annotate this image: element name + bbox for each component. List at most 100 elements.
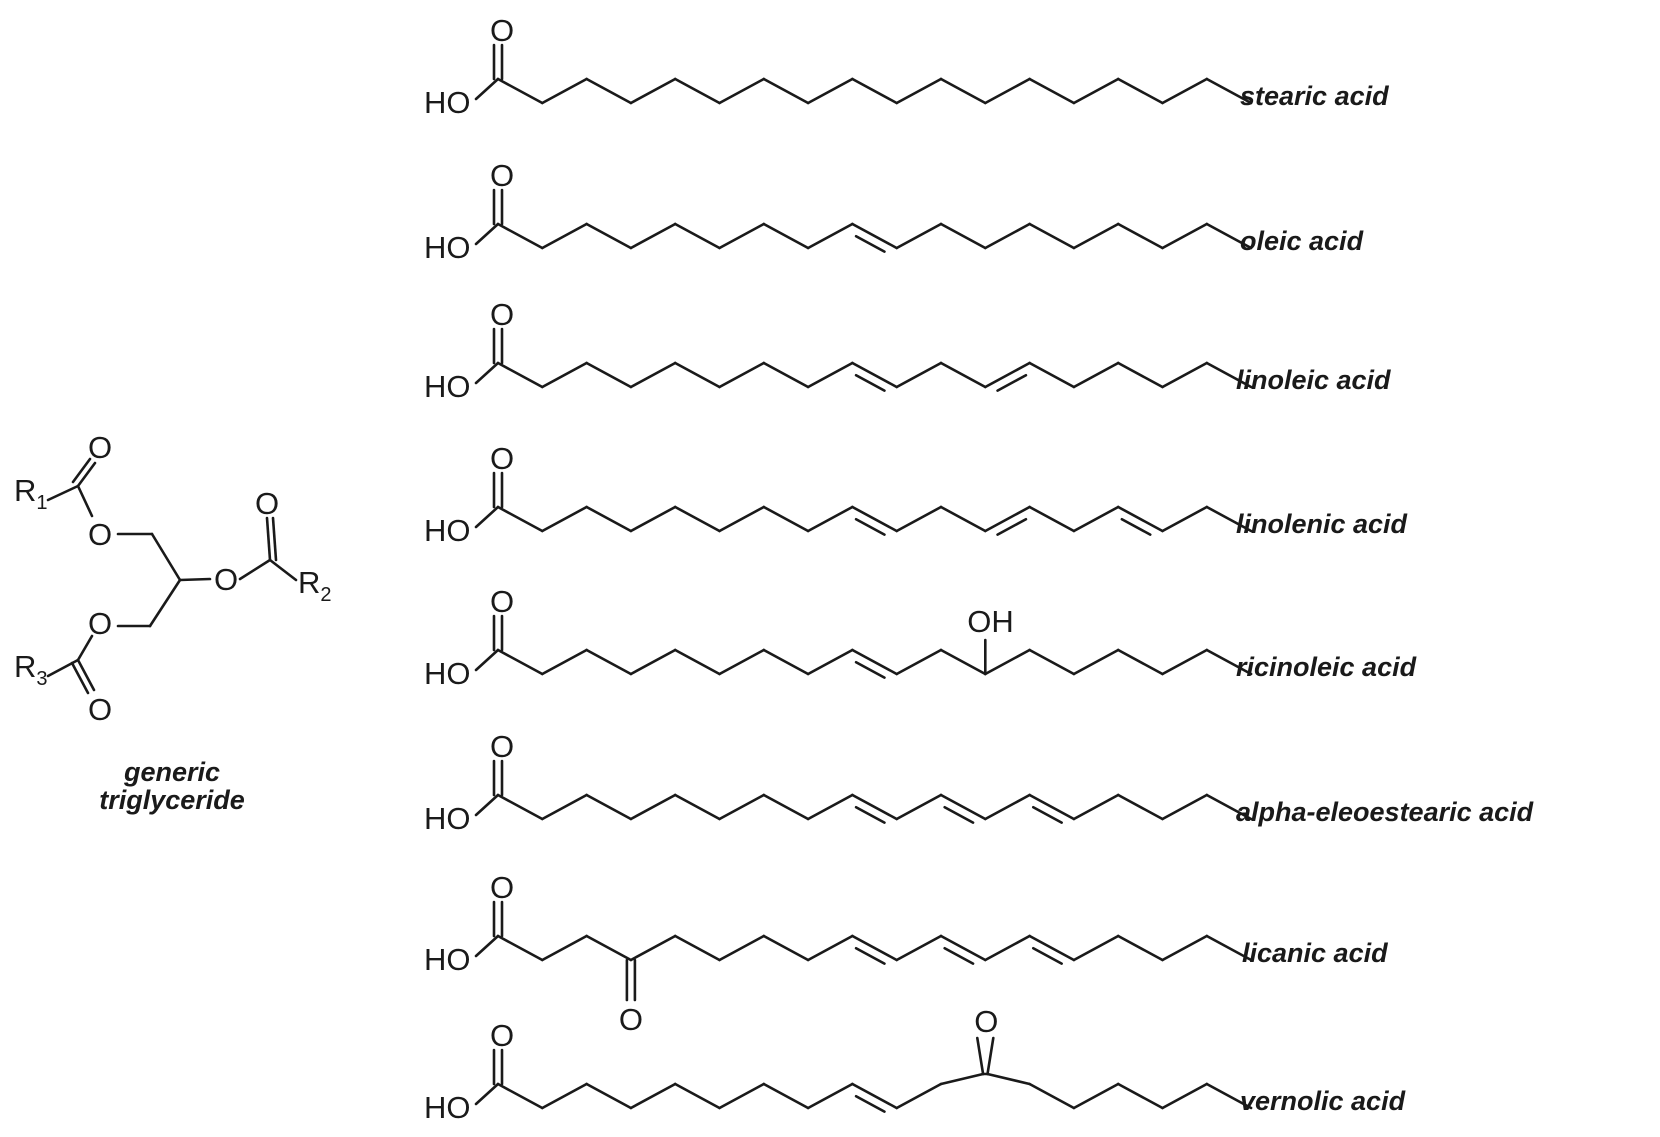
carbonyl-oxygen-2: O <box>255 486 279 521</box>
chain-bond <box>895 934 943 962</box>
chain-bond <box>762 648 810 676</box>
chain-bond <box>1072 505 1120 533</box>
chain-bond <box>983 648 1031 676</box>
chain-bond <box>1028 1082 1076 1110</box>
chain-bond <box>895 361 943 389</box>
chain-bond <box>496 361 544 389</box>
chain-bond <box>718 222 766 250</box>
chain-bond <box>851 222 899 250</box>
carbonyl-oxygen-label: O <box>490 441 514 476</box>
chain-bond <box>629 934 677 962</box>
double-bond-inner <box>996 517 1028 536</box>
carbonyl-oxygen-label: O <box>490 584 514 619</box>
chain-bond <box>540 934 588 962</box>
chain-bond <box>762 361 810 389</box>
chain-bond <box>1028 793 1076 821</box>
carbonyl-oxygen-label: O <box>490 1018 514 1053</box>
chain-bond <box>762 934 810 962</box>
c-oh-bond <box>474 1082 500 1106</box>
chain-bond <box>1028 505 1076 533</box>
chain-bond <box>540 77 588 105</box>
carbonyl-oxygen-3: O <box>88 692 112 727</box>
r1-label: R1 <box>14 473 48 514</box>
chain-bond <box>673 793 721 821</box>
chain-bond <box>673 361 721 389</box>
chain-bond <box>762 222 810 250</box>
chain-bond <box>585 77 633 105</box>
c-oh-bond <box>474 505 500 529</box>
chain-bond <box>1161 77 1209 105</box>
chain-bond <box>585 505 633 533</box>
chain-bond <box>851 934 899 962</box>
double-bond-inner <box>854 946 886 965</box>
epoxide-oxygen-label: O <box>974 1004 998 1039</box>
carbonyl-oxygen-label: O <box>490 870 514 905</box>
acid-name: stearic acid <box>1240 81 1389 111</box>
chain-bond <box>983 361 1031 389</box>
chain-bond <box>1116 77 1164 105</box>
double-bond-inner <box>943 805 975 824</box>
acid-name: ricinoleic acid <box>1236 652 1417 682</box>
chain-bond <box>540 361 588 389</box>
chain-bond <box>718 648 766 676</box>
acid-name: alpha-eleoestearic acid <box>1236 797 1534 827</box>
chain-bond <box>629 361 677 389</box>
hydroxyl-label: HO <box>424 656 471 691</box>
chain-bond <box>1116 793 1164 821</box>
chain-bond <box>851 793 899 821</box>
chain-bond <box>939 361 987 389</box>
chain-bond <box>1072 222 1120 250</box>
chain-bond <box>1116 222 1164 250</box>
chain-bond <box>673 934 721 962</box>
chain-bond <box>673 77 721 105</box>
chain-bond <box>673 222 721 250</box>
chain-bond <box>1116 934 1164 962</box>
carbonyl-oxygen-1: O <box>88 430 112 465</box>
chain-bond <box>718 505 766 533</box>
chain-bond <box>983 793 1031 821</box>
chain-bond <box>1161 361 1209 389</box>
r3-label: R3 <box>14 649 48 690</box>
chain-bond <box>851 648 899 676</box>
chain-bond <box>1205 222 1253 250</box>
chain-bond <box>718 77 766 105</box>
chain-bond <box>939 505 987 533</box>
hydroxyl-label: HO <box>424 230 471 265</box>
chain-bond <box>629 77 677 105</box>
chain-bond <box>496 222 544 250</box>
chain-bond <box>585 1082 633 1110</box>
chain-bond <box>986 1072 1031 1086</box>
chain-bond <box>762 793 810 821</box>
c-oh-bond <box>474 361 500 385</box>
chain-bond <box>1205 505 1253 533</box>
hydroxyl-label: HO <box>424 942 471 977</box>
chain-bond <box>806 505 854 533</box>
chain-bond <box>1072 361 1120 389</box>
chain-bond <box>1072 793 1120 821</box>
double-bond-inner <box>1031 805 1063 824</box>
chain-bond <box>939 222 987 250</box>
acid-name: linoleic acid <box>1236 365 1391 395</box>
chain-bond <box>629 222 677 250</box>
acid-name: oleic acid <box>1240 226 1364 256</box>
carbonyl-oxygen-label: O <box>490 13 514 48</box>
chain-bond <box>540 222 588 250</box>
hydroxyl-label: HO <box>424 369 471 404</box>
chain-bond <box>1161 648 1209 676</box>
chain-bond <box>1205 648 1253 676</box>
carbonyl-oxygen-label: O <box>490 729 514 764</box>
carbonyl-oxygen-label: O <box>490 297 514 332</box>
chain-bond <box>718 934 766 962</box>
chain-bond <box>806 648 854 676</box>
chain-bond <box>1028 77 1076 105</box>
chain-bond <box>939 793 987 821</box>
c-oh-bond <box>474 793 500 817</box>
triglyceride-caption-line2: triglyceride <box>99 785 245 815</box>
acid-name: vernolic acid <box>1240 1086 1406 1116</box>
acid-name: linolenic acid <box>1236 509 1408 539</box>
chain-bond <box>939 1072 985 1086</box>
double-bond-inner <box>996 373 1028 392</box>
chain-bond <box>1028 222 1076 250</box>
